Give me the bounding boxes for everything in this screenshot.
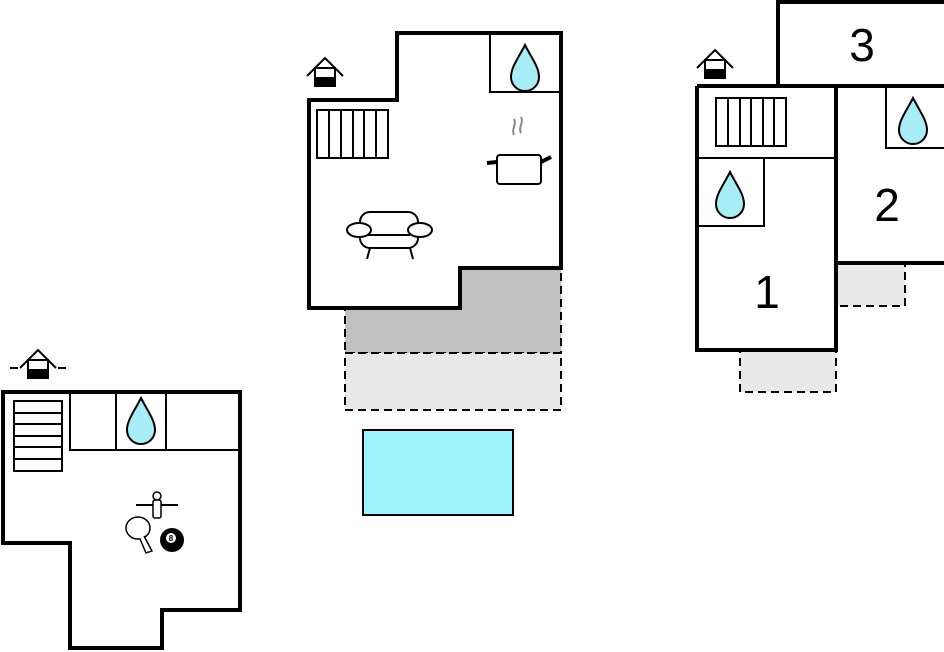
floor-plan-ground	[306, 31, 563, 516]
house-level-icon	[306, 57, 344, 87]
water-drop-icon	[898, 97, 928, 145]
floor-plan-upper: 3 2 1	[695, 0, 944, 393]
balcony	[835, 262, 906, 307]
house-level-icon	[696, 49, 734, 79]
room-label-3: 3	[849, 19, 875, 71]
kitchen-pot-icon	[486, 116, 552, 185]
balcony	[739, 349, 837, 393]
water-drop-icon	[715, 171, 745, 219]
stairs-icon	[715, 97, 787, 147]
floor-plan-basement: 8	[1, 349, 242, 650]
water-drop-icon	[126, 397, 156, 445]
room-label-1: 1	[754, 266, 780, 318]
stairs-icon	[316, 109, 389, 159]
sofa-icon	[346, 211, 433, 260]
basement-walls	[1, 390, 242, 650]
game-room-icon: 8	[125, 491, 184, 554]
upper-walls	[695, 0, 944, 352]
swimming-pool	[362, 429, 514, 516]
ping-pong-paddle-icon	[125, 516, 151, 540]
svg-text:8: 8	[169, 534, 174, 543]
house-level-icon	[19, 349, 57, 379]
terrace	[344, 352, 562, 411]
stairs-icon	[13, 400, 63, 472]
room-label-2: 2	[874, 179, 900, 231]
